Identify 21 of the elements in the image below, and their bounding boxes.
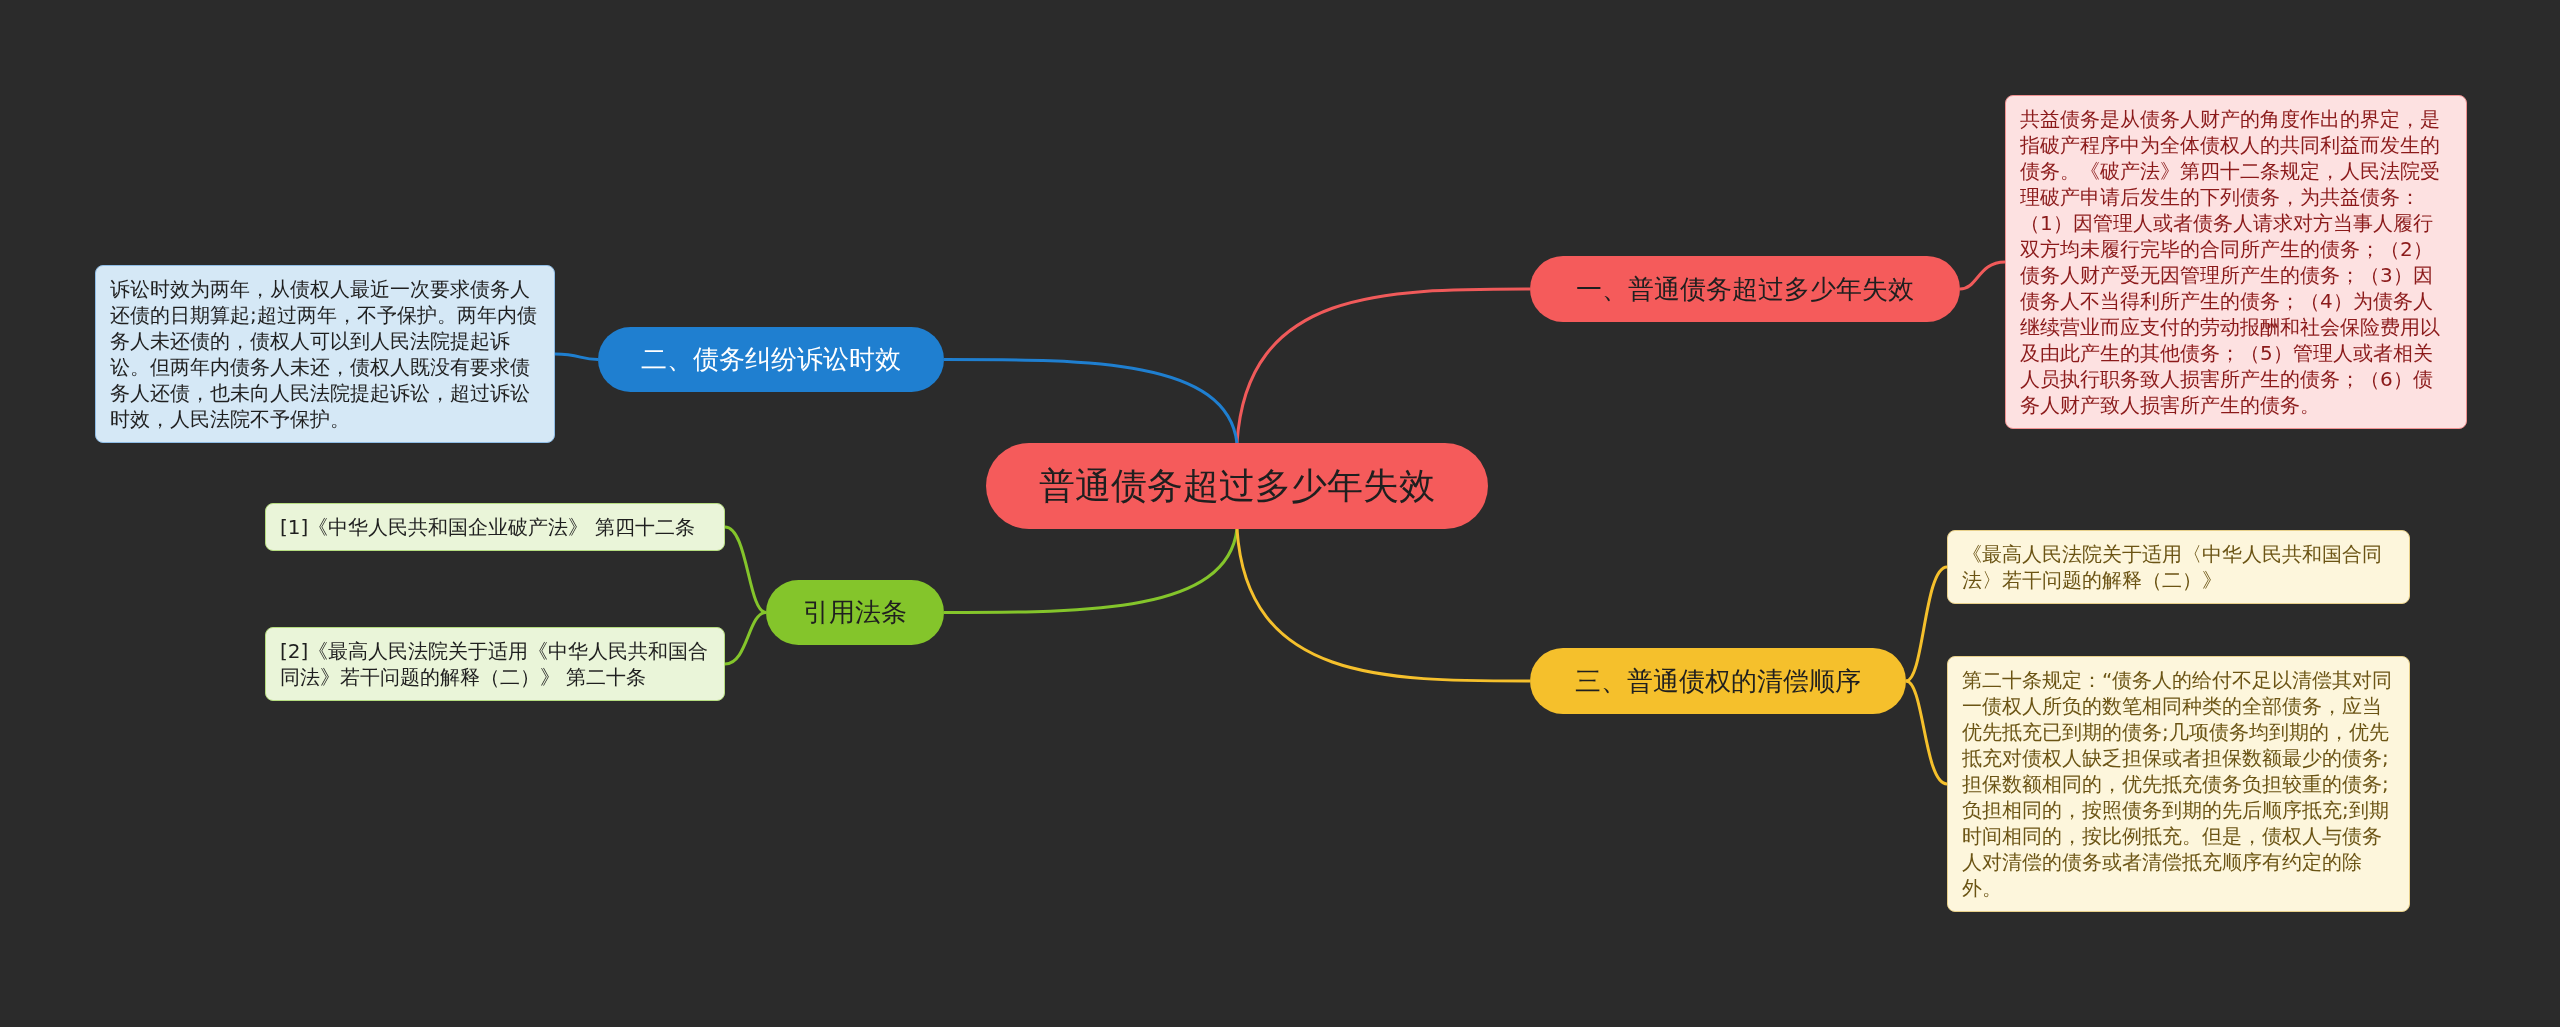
connector: [724, 611, 767, 666]
citation-card: [1]《中华人民共和国企业破产法》 第四十二条: [265, 503, 725, 551]
connector: [724, 525, 767, 614]
branch-topic: 一、普通债务超过多少年失效: [1530, 256, 1960, 322]
connector: [1905, 565, 1948, 683]
connector: [944, 358, 1239, 444]
connector: [1235, 528, 1530, 683]
branch-topic: 三、普通债权的清偿顺序: [1530, 648, 1906, 714]
connector: [1905, 679, 1948, 786]
note-card: 第二十条规定：“债务人的给付不足以清偿其对同一债权人所负的数笔相同种类的全部债务，应当优先抵充已到期的债务;几项债务均到期的，优先抵充对债权人缺乏担保或者担保数额最少的债务;担保数额相同的，优先抵充债务负担较重的债务;负担相同的，按照债务到期的先后顺序抵充;到期时间相同的，按比例抵充。但是，债权人与债务人对清偿的债务或者清偿抵充顺序有约定的除外。: [1947, 656, 2410, 912]
connector: [554, 352, 599, 361]
connector: [1235, 287, 1530, 444]
connector: [1959, 260, 2006, 291]
connector: [944, 528, 1239, 614]
citation-card: [2]《最高人民法院关于适用《中华人民共和国合同法》若干问题的解释（二）》 第二十条: [265, 627, 725, 701]
note-card: 共益债务是从债务人财产的角度作出的界定，是指破产程序中为全体债权人的共同利益而发生的债务。《破产法》第四十二条规定，人民法院受理破产申请后发生的下列债务，为共益债务：（1）因管理人或者债务人请求对方当事人履行双方均未履行完毕的合同所产生的债务；（2）债务人财产受无因管理所产生的债务；（3）因债务人不当得利所产生的债务；（4）为债务人继续营业而应支付的劳动报酬和社会保险费用以及由此产生的其他债务；（5）管理人或者相关人员执行职务致人损害所产生的债务；（6）债务人财产致人损害所产生的债务。: [2005, 95, 2467, 429]
central-topic: 普通债务超过多少年失效: [986, 443, 1488, 529]
branch-topic: 引用法条: [766, 580, 944, 645]
note-card: 诉讼时效为两年，从债权人最近一次要求债务人还债的日期算起;超过两年，不予保护。两年内债务人未还债的，债权人可以到人民法院提起诉讼。但两年内债务人未还，债权人既没有要求债务人还债，也未向人民法院提起诉讼，超过诉讼时效，人民法院不予保护。: [95, 265, 555, 443]
branch-topic: 二、债务纠纷诉讼时效: [598, 327, 944, 392]
note-card: 《最高人民法院关于适用〈中华人民共和国合同法〉若干问题的解释（二）》: [1947, 530, 2410, 604]
